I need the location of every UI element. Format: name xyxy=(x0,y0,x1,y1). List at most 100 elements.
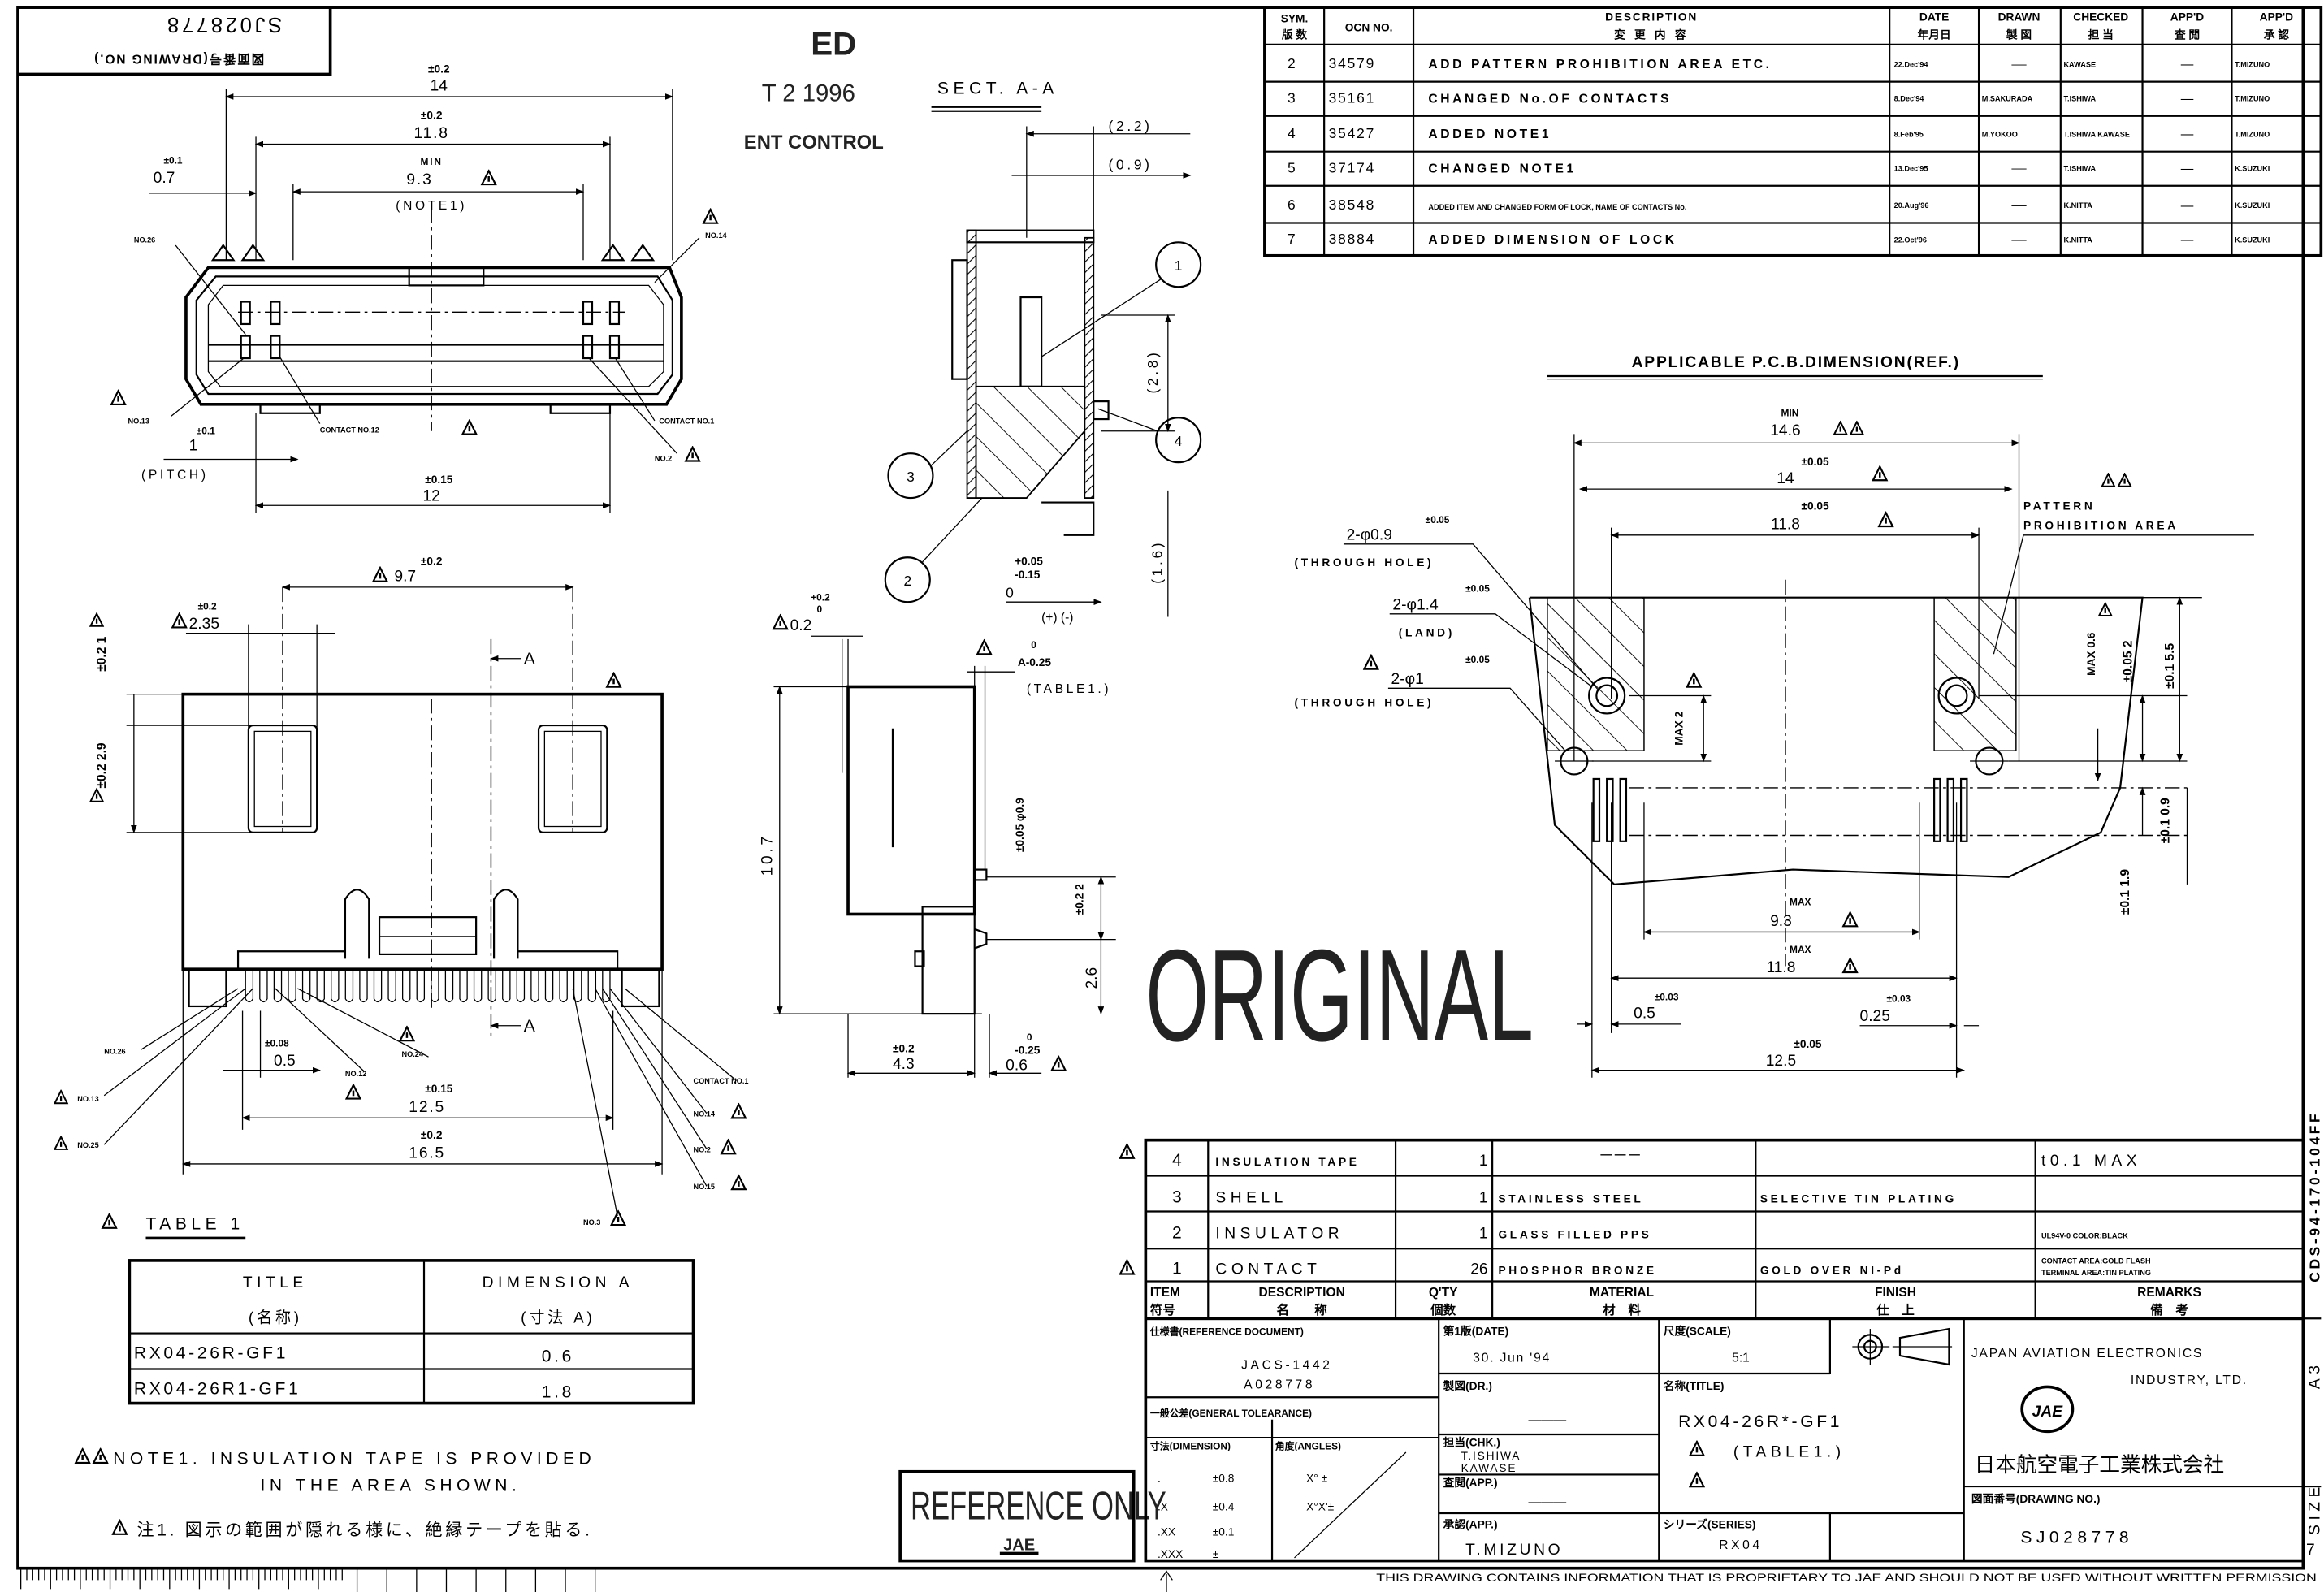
bom-qty: 1 xyxy=(1479,1225,1488,1242)
header-drawn-jp: 製 図 xyxy=(2006,28,2032,41)
revision-triangle-icon xyxy=(605,672,622,688)
company-name-en-1: JAPAN AVIATION ELECTRONICS xyxy=(1971,1347,2203,1361)
revision-triangle-icon xyxy=(730,1103,747,1119)
table1-row-dimension: 0.6 xyxy=(542,1347,574,1365)
scale-value: 5:1 xyxy=(1732,1351,1750,1365)
contact-pin xyxy=(459,969,468,1003)
angles-label: 角度(ANGLES) xyxy=(1275,1440,1341,1451)
note1-english-line1: NOTE1. INSULATION TAPE IS PROVIDED xyxy=(113,1450,595,1469)
bom-header-description: DESCRIPTION xyxy=(1259,1286,1345,1300)
rev-appd-2: K.SUZUKI xyxy=(2235,236,2270,244)
revision-triangle-icon xyxy=(1872,465,1888,482)
revision-triangle-icon xyxy=(1050,1055,1067,1072)
dim-14: 14 xyxy=(1777,470,1794,487)
revision-triangle-icon xyxy=(702,208,719,224)
label-no14: NO.14 xyxy=(705,231,727,240)
dim-0-6: 0.6 xyxy=(1006,1058,1028,1075)
label-no25: NO.25 xyxy=(77,1141,98,1149)
revision-triangle-icon xyxy=(2097,602,2113,617)
revision-triangle-icon xyxy=(976,639,993,655)
contact-pin xyxy=(316,969,325,1003)
rev-date: 22.Oct'96 xyxy=(1894,236,1927,244)
label-no24: NO.24 xyxy=(402,1050,424,1058)
tol-key: .XXX xyxy=(1158,1548,1183,1560)
title-label: 名称(TITLE) xyxy=(1664,1379,1725,1392)
label-no2: NO.2 xyxy=(694,1145,711,1153)
dim-4-3: 4.3 xyxy=(893,1056,915,1073)
rev-appd-1: — xyxy=(2181,233,2194,247)
revision-triangle-icon xyxy=(610,1210,626,1226)
dim-tol: ±0.15 xyxy=(425,1083,453,1095)
revision-triangle-icon xyxy=(2117,473,2132,487)
header-description-jp: 変 更 内 容 xyxy=(1614,28,1689,41)
title-block: 仕様書(REFERENCE DOCUMENT) JACS-1442 A02877… xyxy=(1144,1317,2305,1563)
dim-phi-0-9: ±0.05 φ0.9 xyxy=(1014,798,1026,852)
original-stamp: ORIGINAL xyxy=(1145,924,1534,1069)
company-name-jp: 日本航空電子工業株式会社 xyxy=(1975,1453,2225,1477)
balloon-2: 2 xyxy=(884,497,983,603)
label-no3: NO.3 xyxy=(583,1218,600,1226)
rev-description: ADDED DIMENSION OF LOCK xyxy=(1428,233,1677,247)
tol-value: ±0.4 xyxy=(1213,1500,1235,1512)
tol-key: .XX xyxy=(1158,1525,1175,1538)
revision-triangle-icon xyxy=(110,389,127,406)
header-sym: SYM. xyxy=(1281,12,1309,24)
dim-tol: 0 xyxy=(817,603,823,615)
dim-tol: ±0.2 xyxy=(421,555,443,567)
label-no2: NO.2 xyxy=(655,454,672,462)
pitch-label: (PITCH) xyxy=(141,468,209,482)
svg-text:2: 2 xyxy=(903,573,911,589)
part-title: RX04-26R*-GF1 xyxy=(1678,1412,1842,1431)
angle-tol-1: X° ± xyxy=(1306,1473,1327,1485)
dim-tol: ±0.2 xyxy=(421,1129,443,1141)
dim-tol: ±0.1 xyxy=(163,154,182,166)
pattern-label-2: PROHIBITION AREA xyxy=(2023,520,2179,532)
contact-pin xyxy=(602,969,611,1003)
label-no13: NO.13 xyxy=(128,417,149,426)
section-title: SECT. A-A xyxy=(937,79,1058,97)
bom-remarks: t0.1 MAX xyxy=(2041,1153,2141,1170)
drawing-number: SJ028778 xyxy=(2020,1529,2133,1547)
rev-sym: 3 xyxy=(1288,89,1296,106)
section-marker-a-top: A xyxy=(524,650,535,668)
header-checked-jp: 担 当 xyxy=(2088,28,2114,41)
dim-1-9: ±0.1 1.9 xyxy=(2118,869,2132,915)
dim-tol: -0.15 xyxy=(1015,569,1041,581)
rev-drawn: M.YOKOO xyxy=(1982,130,2018,138)
rev-checked: T.ISHIWA KAWASE xyxy=(2063,130,2129,138)
jae-logo-small: JAE xyxy=(1003,1537,1035,1555)
bom-material: GLASS FILLED PPS xyxy=(1498,1228,1651,1240)
revision-triangle-icon xyxy=(89,788,104,802)
bom-finish: SELECTIVE TIN PLATING xyxy=(1760,1193,1957,1205)
document-code: CDS-94-170-104FF xyxy=(2306,1111,2322,1283)
bom-header-item: ITEM xyxy=(1150,1286,1180,1300)
rev-appd-2: K.SUZUKI xyxy=(2235,201,2270,210)
rev-date: 8.Feb'95 xyxy=(1894,130,1924,138)
label-no15: NO.15 xyxy=(694,1183,715,1191)
header-appd-1: APP'D xyxy=(2170,11,2204,24)
revision-triangle-icon xyxy=(92,1447,109,1464)
rev-drawn: —— xyxy=(2011,164,2027,172)
sheet-size-label: SIZE xyxy=(2306,1482,2323,1535)
dim-0-7: 0.7 xyxy=(154,170,175,187)
rev-date: 8.Dec'94 xyxy=(1894,94,1925,102)
contact-pin xyxy=(359,969,368,1003)
header-ocn: OCN NO. xyxy=(1345,21,1393,33)
drawn-value: ——— xyxy=(1529,1413,1567,1427)
contact-pin xyxy=(473,969,483,1003)
land-1-4: 2-φ1.4 xyxy=(1392,596,1439,613)
revision-triangle-icon xyxy=(1119,1143,1136,1160)
dim-2-2: (2.2) xyxy=(1109,118,1153,134)
label-no26: NO.26 xyxy=(104,1048,125,1056)
scale-ruler xyxy=(20,1568,596,1592)
approval-label: 査閲(APP.) xyxy=(1443,1476,1498,1489)
rev-drawn: —— xyxy=(2011,60,2027,68)
revision-triangle-icon xyxy=(54,1136,68,1151)
header-sym-jp: 版 数 xyxy=(1282,28,1308,41)
table1-caption: TABLE 1 xyxy=(145,1214,244,1233)
contact-pin xyxy=(444,969,454,1003)
revision-triangle-icon xyxy=(684,446,701,462)
table1-row-dimension: 1.8 xyxy=(542,1382,574,1401)
table1-header-dimension-jp: (寸法 A) xyxy=(521,1309,595,1327)
